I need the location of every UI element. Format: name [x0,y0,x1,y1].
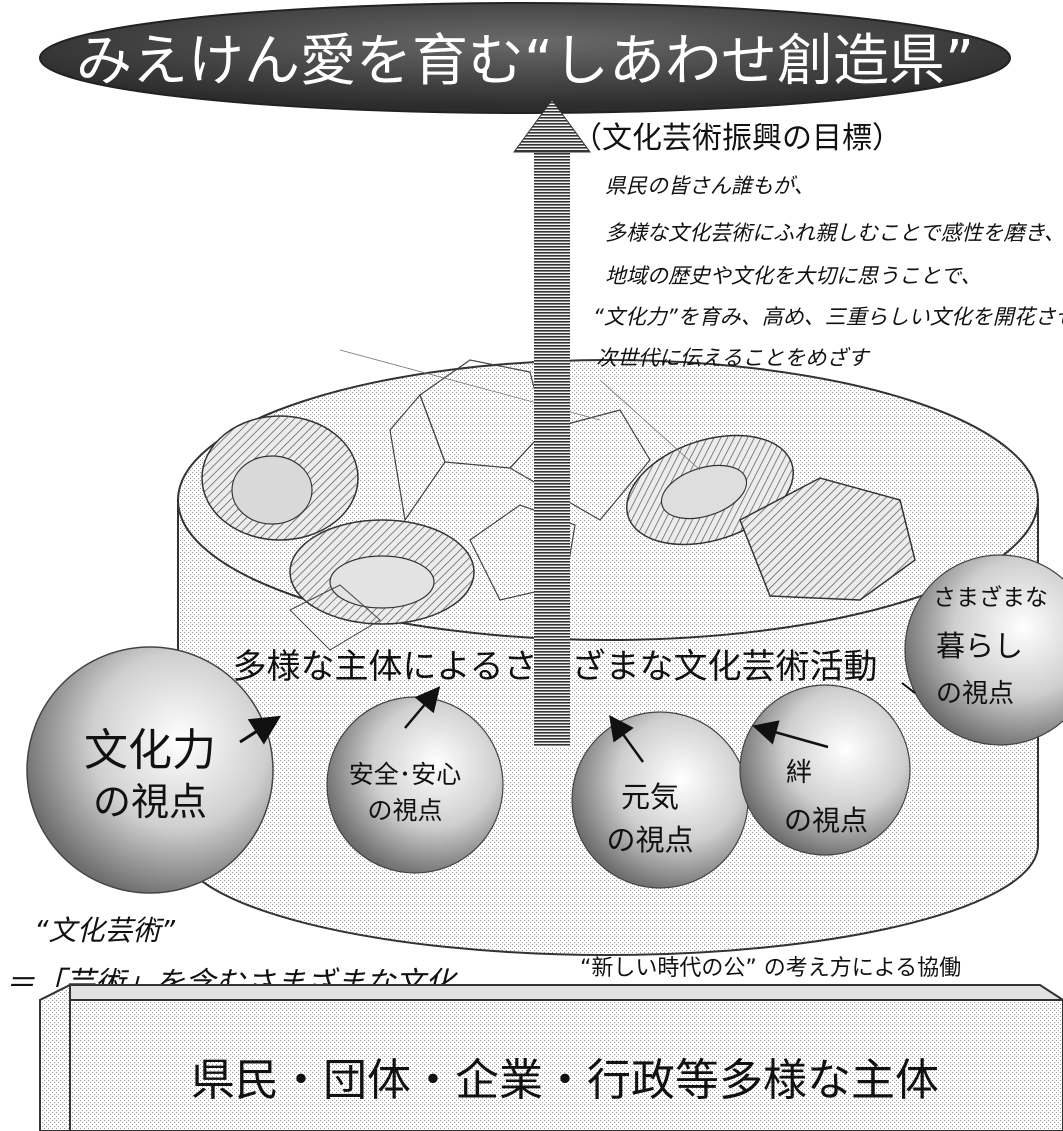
base-beam: 県民・団体・企業・行政等多様な主体 [39,983,1063,1131]
goal-line: “文化力”を育み、高め、三重らしい文化を開花させ [593,305,1063,329]
viewpoint-title: 暮らし [936,629,1023,663]
viewpoint-subtitle: の視点 [606,823,693,857]
viewpoint-title: 安全･安心 [349,760,462,789]
viewpoint-subtitle: の視点 [367,796,442,825]
goal-heading: （文化芸術振興の目標） [572,121,902,156]
viewpoint-subtitle: の視点 [784,804,868,837]
base-label: 県民・団体・企業・行政等多様な主体 [191,1055,939,1106]
arrow [752,720,829,749]
crystal-shapes [201,349,916,651]
goal-line: 次世代に伝えることをめざす [596,346,870,370]
viewpoint-title: さまざまな [933,584,1048,611]
viewpoint-kurashi: さまざまな 暮らし の視点 [904,554,1063,746]
viewpoint-title: 絆 [786,758,812,788]
goal-banner: みえけん愛を育む“しあわせ創造県” [39,2,1011,114]
definition-term: “文化芸術” [34,914,176,947]
viewpoint-title: 文化力 [84,725,216,776]
viewpoint-genki: 元気 の視点 [571,711,749,889]
goal-text: （文化芸術振興の目標） 県民の皆さん誰もが、 多様な文化芸術にふれ親しむことで感… [572,121,1063,370]
pointer-arrows [239,682,916,763]
viewpoint-anzen: 安全･安心 の視点 [326,696,504,874]
goal-line: 地域の歴史や文化を大切に思うことで、 [605,264,982,288]
goal-line: 多様な文化芸術にふれ親しむことで感性を磨き、 [605,221,1063,245]
banner-title: みえけん愛を育む“しあわせ創造県” [76,29,974,94]
arrow [404,686,441,729]
viewpoint-subtitle: の視点 [93,780,207,824]
arrow [239,715,282,745]
arrow [609,714,645,763]
collaboration-text: “新しい時代の公” の考え方による協働 [580,956,961,981]
viewpoint-kizuna: 絆 の視点 [739,684,911,856]
viewpoint-bunkaryoku: 文化力 の視点 [26,646,274,894]
arrow [901,682,916,694]
central-arrow [513,99,591,747]
viewpoint-subtitle: の視点 [936,679,1014,709]
goal-line: 県民の皆さん誰もが、 [605,174,815,198]
viewpoint-title: 元気 [621,780,679,814]
